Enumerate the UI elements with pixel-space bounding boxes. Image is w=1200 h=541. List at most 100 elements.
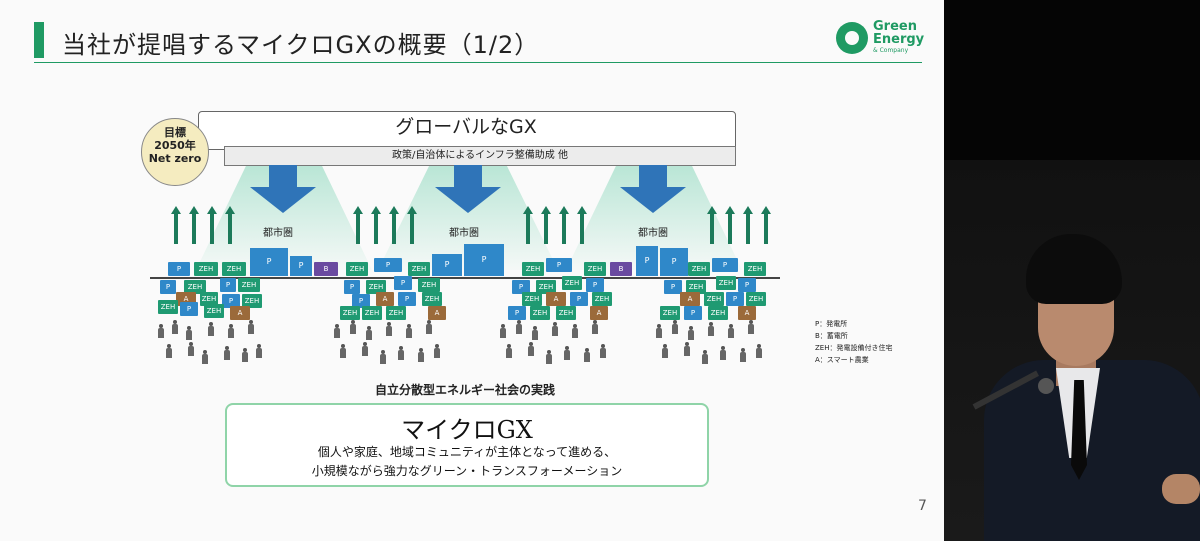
- power-chip: P: [180, 302, 198, 316]
- goal-line1: 目標: [164, 126, 186, 139]
- zeh-chip: ZEH: [536, 280, 556, 294]
- speaker-video-feed: [944, 0, 1200, 541]
- up-arrow-icon: [559, 206, 569, 244]
- zeh-chip: ZEH: [242, 294, 262, 308]
- power-chip: P: [398, 292, 416, 306]
- zeh-chip: ZEH: [688, 262, 710, 276]
- people-icon-group: [158, 320, 268, 368]
- power-chip: P: [664, 280, 682, 294]
- presentation-slide: 当社が提唱するマイクロGXの概要（1/2） Green Energy & Com…: [0, 0, 944, 541]
- title-divider: [34, 62, 922, 63]
- zeh-chip: ZEH: [422, 292, 442, 306]
- page-number: 7: [918, 498, 927, 514]
- legend-item-p: P：発電所: [815, 320, 848, 328]
- city-label: 都市圏: [638, 228, 668, 239]
- zeh-chip: ZEH: [530, 306, 550, 320]
- zeh-chip: ZEH: [716, 276, 736, 290]
- zeh-chip: ZEH: [562, 276, 582, 290]
- zeh-chip: ZEH: [194, 262, 218, 276]
- zeh-chip: ZEH: [418, 278, 440, 292]
- micro-gx-title: マイクロGX: [401, 416, 533, 444]
- city-power-plant: P: [464, 244, 504, 276]
- power-chip: P: [222, 294, 240, 308]
- down-arrow-icon: [250, 165, 316, 213]
- zeh-chip: ZEH: [686, 280, 706, 294]
- up-arrow-icon: [225, 206, 235, 244]
- zeh-chip: ZEH: [556, 306, 576, 320]
- zeh-chip: ZEH: [584, 262, 606, 276]
- power-chip: P: [586, 278, 604, 292]
- goal-line3: Net zero: [148, 152, 202, 165]
- policy-box: 政策/自治体によるインフラ整備助成 他: [224, 146, 736, 166]
- zeh-chip: ZEH: [386, 306, 406, 320]
- zeh-chip: ZEH: [704, 292, 724, 306]
- up-arrow-icon: [371, 206, 381, 244]
- up-arrow-icon: [389, 206, 399, 244]
- zeh-chip: ZEH: [408, 262, 430, 276]
- agri-chip: A: [376, 292, 394, 306]
- zeh-chip: ZEH: [204, 304, 224, 318]
- down-arrow-icon: [435, 165, 501, 213]
- up-arrow-icon: [523, 206, 533, 244]
- agri-chip: A: [428, 306, 446, 320]
- zeh-chip: ZEH: [238, 278, 260, 292]
- logo-text-line1: Green: [873, 19, 917, 34]
- power-chip: P: [352, 294, 370, 308]
- zeh-chip: ZEH: [746, 292, 766, 306]
- legend-item-a: A：スマート農業: [815, 356, 869, 364]
- goal-line2: 2050年: [154, 139, 196, 152]
- power-chip: P: [394, 276, 412, 290]
- zeh-chip: ZEH: [200, 292, 218, 306]
- ground-line: [150, 277, 780, 279]
- agri-chip: A: [546, 292, 566, 306]
- micro-gx-line1: 個人や家庭、地域コミュニティが主体となって進める、: [317, 445, 617, 459]
- power-chip: P: [570, 292, 588, 306]
- power-chip: P: [168, 262, 190, 276]
- zeh-chip: ZEH: [158, 300, 178, 314]
- title-accent-bar: [34, 22, 44, 58]
- logo-text-line2: Energy: [873, 32, 925, 47]
- green-energy-logo-icon: [836, 22, 868, 54]
- city-label: 都市圏: [263, 228, 293, 239]
- power-chip: P: [712, 258, 738, 272]
- storage-chip: B: [314, 262, 338, 276]
- zeh-chip: ZEH: [660, 306, 680, 320]
- zeh-chip: ZEH: [184, 280, 206, 294]
- down-arrow-icon: [620, 165, 686, 213]
- city-power-plant: P: [432, 254, 462, 276]
- zeh-chip: ZEH: [592, 292, 612, 306]
- up-arrow-icon: [725, 206, 735, 244]
- zeh-chip: ZEH: [522, 262, 544, 276]
- up-arrow-icon: [207, 206, 217, 244]
- zeh-chip: ZEH: [366, 280, 386, 294]
- zeh-chip: ZEH: [362, 306, 382, 320]
- up-arrow-icon: [577, 206, 587, 244]
- city-power-plant: P: [290, 256, 312, 276]
- agri-chip: A: [230, 306, 250, 320]
- city-power-plant: P: [250, 248, 288, 276]
- micro-gx-line2: 小規模ながら強力なグリーン・トランスフォーメーション: [311, 464, 623, 478]
- power-chip: P: [726, 292, 744, 306]
- power-chip: P: [220, 278, 236, 292]
- people-icon-group: [656, 320, 766, 368]
- page-title: 当社が提唱するマイクロGXの概要（1/2）: [62, 31, 540, 59]
- up-arrow-icon: [189, 206, 199, 244]
- power-chip: P: [374, 258, 402, 272]
- up-arrow-icon: [171, 206, 181, 244]
- power-chip: P: [546, 258, 572, 272]
- up-arrow-icon: [707, 206, 717, 244]
- global-gx-box: [198, 111, 736, 150]
- people-icon-group: [334, 320, 444, 368]
- global-gx-title: グローバルなGX: [395, 116, 537, 138]
- practice-label: 自立分散型エネルギー社会の実践: [374, 383, 555, 397]
- zeh-chip: ZEH: [222, 262, 246, 276]
- zeh-chip: ZEH: [522, 292, 542, 306]
- power-chip: P: [344, 280, 360, 294]
- micro-gx-box: マイクロGX 個人や家庭、地域コミュニティが主体となって進める、 小規模ながら強…: [225, 403, 709, 487]
- up-arrow-icon: [353, 206, 363, 244]
- city-label: 都市圏: [449, 228, 479, 239]
- agri-chip: A: [680, 292, 700, 306]
- city-power-plant: P: [660, 248, 688, 276]
- zeh-chip: ZEH: [340, 306, 360, 320]
- city-power-plant: P: [636, 246, 658, 276]
